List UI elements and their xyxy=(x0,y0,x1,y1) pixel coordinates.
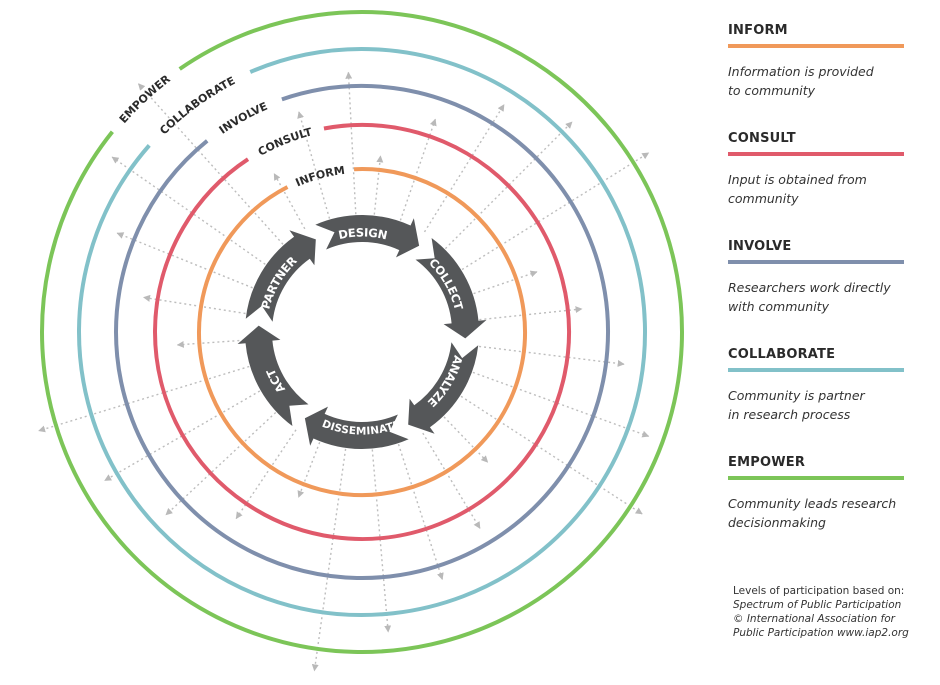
ring-collaborate xyxy=(77,47,648,617)
legend-desc-line: Community leads research xyxy=(728,496,897,511)
cycle-arrow-partner xyxy=(245,230,316,322)
participation-arrows xyxy=(38,71,650,672)
ring-inform xyxy=(197,167,528,497)
cycle-arrow-analyze xyxy=(408,342,479,434)
participation-arrow xyxy=(479,306,583,321)
participation-arrow xyxy=(461,152,650,271)
participation-arrow xyxy=(311,448,347,672)
legend-description: Researchers work directly with community xyxy=(728,278,908,316)
participation-arrow xyxy=(460,395,643,515)
legend-color-bar xyxy=(728,44,904,48)
cycle-arrow-design xyxy=(315,214,420,258)
participation-arrow xyxy=(371,449,392,633)
participation-arrow xyxy=(297,111,331,219)
participation-arrow xyxy=(373,155,384,215)
legend-desc-line: Information is provided xyxy=(728,64,874,79)
source-line: Spectrum of Public Participation xyxy=(733,599,902,611)
ring-label-inform: INFORM xyxy=(294,164,346,190)
participation-arrow xyxy=(472,371,650,438)
legend-desc-line: community xyxy=(728,191,799,206)
participation-arrow xyxy=(345,71,357,215)
legend-color-bar xyxy=(728,152,904,156)
participation-arrow xyxy=(137,83,284,245)
legend-description: Community leads research decisionmaking xyxy=(728,494,908,532)
legend-title: INVOLVE xyxy=(728,239,792,254)
participation-arrow xyxy=(443,416,489,463)
legend-title: COLLABORATE xyxy=(728,347,836,362)
participation-arrow xyxy=(479,345,625,367)
source-line: Public Participation www.iap2.org xyxy=(733,627,909,639)
legend-description: Information is provided to community xyxy=(728,62,908,100)
participation-arrow xyxy=(422,432,481,529)
legend-item-involve: INVOLVE Researchers work directly with c… xyxy=(728,238,908,346)
participation-arrow xyxy=(473,270,538,295)
legend-color-bar xyxy=(728,260,904,264)
legend-desc-line: decisionmaking xyxy=(728,515,826,530)
participation-arrow xyxy=(116,232,253,289)
legend-description: Input is obtained from community xyxy=(728,170,908,208)
source-line: Levels of participation based on: xyxy=(733,585,905,597)
cycle-arrow-act xyxy=(237,325,309,427)
ring-empower xyxy=(40,9,684,654)
legend-item-empower: EMPOWER Community leads research decisio… xyxy=(728,454,908,562)
cycle-arrow-collect xyxy=(415,237,487,339)
participation-arrow xyxy=(423,104,505,233)
ring-consult xyxy=(153,123,571,541)
legend-desc-line: Researchers work directly xyxy=(728,280,891,295)
legend-item-consult: CONSULT Input is obtained from community xyxy=(728,130,908,238)
legend-desc-line: Input is obtained from xyxy=(728,172,867,187)
legend-color-bar xyxy=(728,368,904,372)
source-line: © International Association for xyxy=(733,613,895,625)
source-note: Levels of participation based on: Spectr… xyxy=(733,584,938,640)
participation-arrow xyxy=(111,156,266,265)
legend-item-inform: INFORM Information is provided to commun… xyxy=(728,22,908,130)
participation-arrow xyxy=(397,443,444,580)
participation-arrow xyxy=(176,339,245,348)
legend-desc-line: Community is partner xyxy=(728,388,865,403)
participation-arrow xyxy=(273,173,306,230)
legend-color-bar xyxy=(728,476,904,480)
legend-description: Community is partner in research process xyxy=(728,386,908,424)
legend: INFORM Information is provided to commun… xyxy=(728,22,908,562)
cycle-label-design: DESIGN xyxy=(337,225,389,242)
participation-arrow xyxy=(38,365,250,433)
legend-desc-line: with community xyxy=(728,299,829,314)
legend-desc-line: in research process xyxy=(728,407,851,422)
legend-title: EMPOWER xyxy=(728,455,806,470)
legend-item-collaborate: COLLABORATE Community is partner in rese… xyxy=(728,346,908,454)
ring-label-empower: EMPOWER xyxy=(117,72,173,126)
ring-involve xyxy=(114,84,611,580)
legend-desc-line: to community xyxy=(728,83,816,98)
ring-label-involve: INVOLVE xyxy=(217,100,270,137)
participation-arrow xyxy=(143,294,246,315)
legend-title: INFORM xyxy=(728,23,788,38)
cycle-arrow-disseminate xyxy=(304,406,409,450)
legend-title: CONSULT xyxy=(728,131,796,146)
ring-label-consult: CONSULT xyxy=(256,125,314,158)
